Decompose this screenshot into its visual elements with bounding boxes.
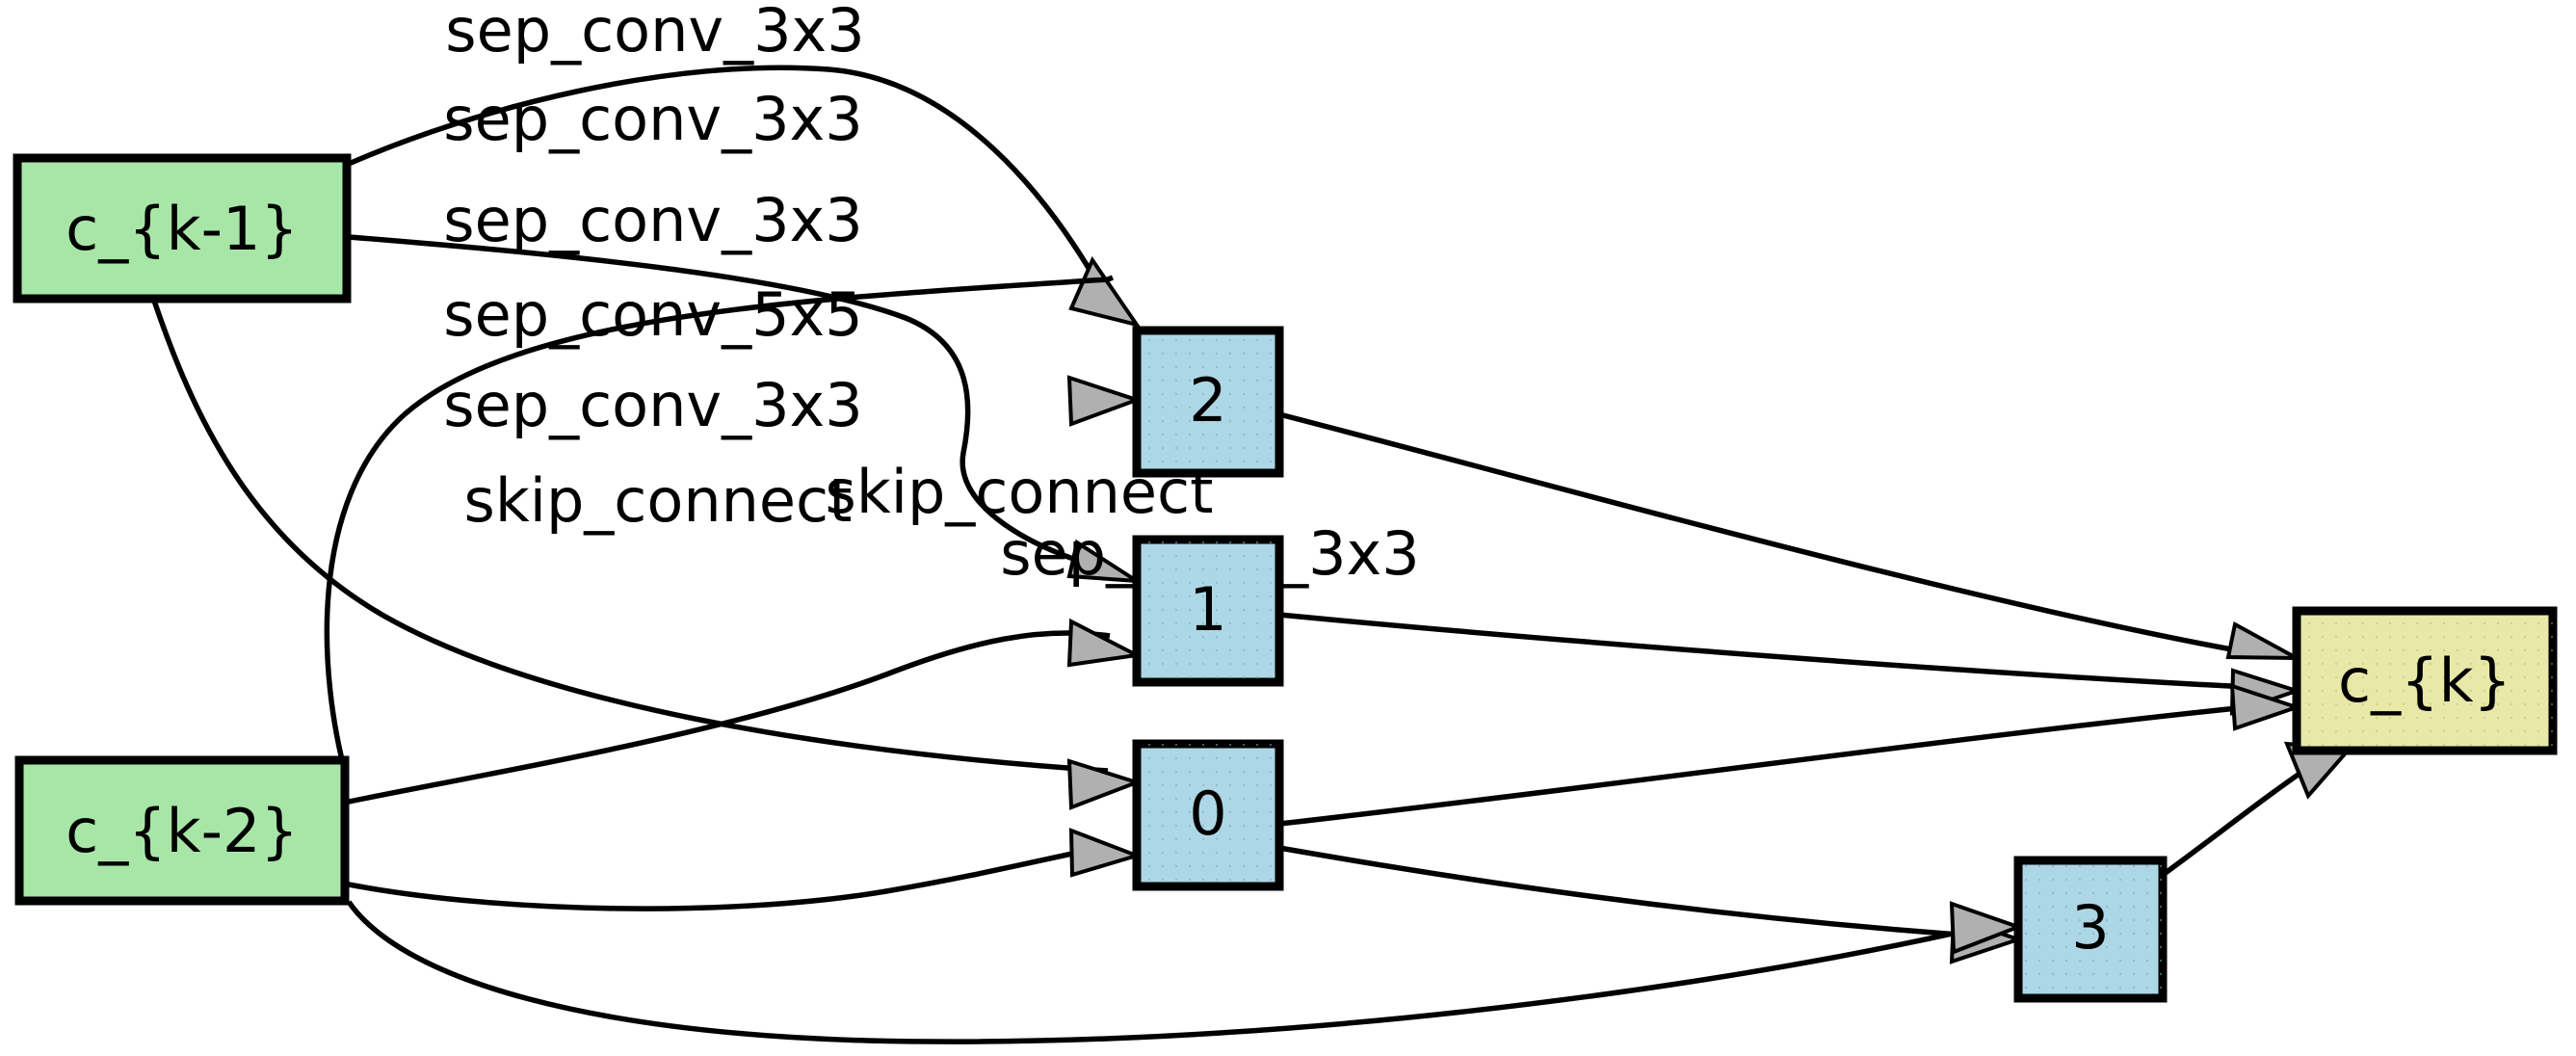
node-ck1-label: c_{k-1} bbox=[66, 194, 299, 264]
node-ck1-box[interactable] bbox=[13, 153, 352, 304]
edge-ck2-to-n3 bbox=[346, 900, 2024, 1044]
arrow-head-icon bbox=[1066, 618, 1143, 668]
edge-path bbox=[348, 234, 1111, 573]
node-3[interactable]: 3 bbox=[2013, 856, 2168, 1003]
edge-path bbox=[1278, 845, 1985, 939]
node-1-label: 1 bbox=[1189, 574, 1226, 645]
edge-path bbox=[348, 843, 1111, 911]
node-3-texture bbox=[2018, 860, 2163, 998]
edge-label-ck1-n2: sep_conv_3x3 bbox=[445, 0, 864, 66]
edge-label-ck1-n1: sep_conv_3x3 bbox=[443, 84, 862, 154]
node-1[interactable]: 1 bbox=[1132, 535, 1284, 687]
arrow-head-icon bbox=[1066, 758, 1143, 810]
edge-path bbox=[347, 65, 1116, 312]
edge-n3-to-ck bbox=[2161, 741, 2353, 878]
edge-path bbox=[324, 275, 1115, 779]
edge-path bbox=[348, 630, 1111, 805]
edge-ck2-to-n1 bbox=[348, 618, 1143, 805]
node-ck2-label: c_{k-2} bbox=[66, 796, 299, 866]
node-0-texture bbox=[1137, 744, 1279, 886]
edge-label-layer: sep_conv_3x3 sep_conv_3x3 sep_conv_3x3 s… bbox=[443, 0, 1419, 589]
node-ck-texture bbox=[2297, 611, 2553, 751]
node-2[interactable]: 2 bbox=[1132, 326, 1284, 478]
edge-ck1-to-n0 bbox=[151, 300, 1143, 810]
node-1-texture bbox=[1137, 540, 1279, 682]
node-ck1[interactable]: c_{k-1} bbox=[13, 153, 352, 304]
arrow-head-icon bbox=[2225, 620, 2298, 660]
node-layer: c_{k-1} c_{k-2} 2 1 bbox=[13, 153, 2558, 1003]
arrow-head-icon bbox=[1068, 828, 1143, 878]
edge-n0-to-ck bbox=[1278, 683, 2303, 827]
arrow-head-icon bbox=[2229, 683, 2303, 731]
edge-path bbox=[1278, 411, 2265, 658]
edge-n2-to-ck bbox=[1278, 411, 2298, 660]
edge-path bbox=[151, 300, 1109, 774]
node-2-texture bbox=[1137, 330, 1279, 473]
node-ck2-box[interactable] bbox=[14, 755, 350, 906]
edge-label-ck1-n0: sep_conv_5x5 bbox=[443, 279, 862, 350]
edge-layer bbox=[151, 65, 2353, 1044]
arrow-head-icon bbox=[1066, 539, 1139, 583]
arrow-head-icon bbox=[1949, 901, 2024, 955]
edge-path bbox=[1278, 612, 2267, 691]
node-0[interactable]: 0 bbox=[1132, 739, 1284, 891]
edge-label-ck2-n2: sep_conv_3x3 bbox=[443, 185, 862, 255]
edge-path bbox=[1278, 702, 2267, 827]
edge-ck1-to-n1 bbox=[348, 234, 1139, 583]
node-ck[interactable]: c_{k} bbox=[2292, 606, 2558, 755]
node-2-label: 2 bbox=[1189, 365, 1226, 436]
edge-ck1-to-n2 bbox=[347, 65, 1142, 329]
node-3-label: 3 bbox=[2071, 892, 2109, 963]
edge-label-ck2-n0: skip_connect bbox=[464, 465, 853, 536]
edge-label-ck2-n1: sep_conv_3x3 bbox=[443, 370, 862, 440]
arrow-head-icon bbox=[1068, 255, 1142, 329]
node-ck-label: c_{k} bbox=[2338, 646, 2511, 716]
node-0-label: 0 bbox=[1189, 779, 1226, 849]
arrow-head-icon bbox=[1066, 375, 1143, 427]
edge-ck2-to-n2 bbox=[324, 275, 1143, 779]
edge-path bbox=[346, 900, 1984, 1044]
edge-ck2-to-n0 bbox=[348, 828, 1143, 911]
node-ck2[interactable]: c_{k-2} bbox=[14, 755, 350, 906]
